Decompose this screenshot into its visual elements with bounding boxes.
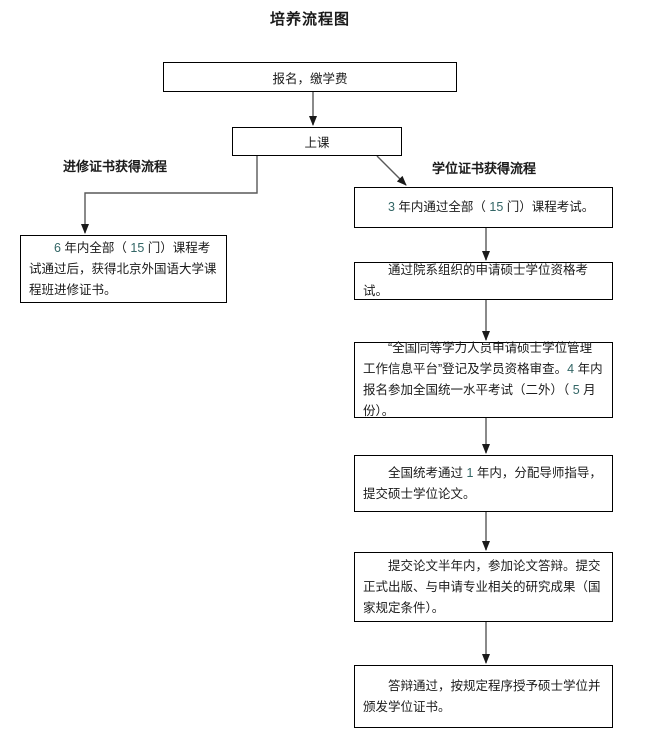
node-degree-step-4: 全国统考通过 1 年内，分配导师指导，提交硕士学位论文。: [354, 455, 613, 512]
page-title: 培养流程图: [269, 11, 350, 28]
node-degree-step-3: “全国同等学力人员申请硕士学位管理工作信息平台”登记及学员资格审查。4 年内报名…: [354, 341, 613, 418]
degree-step-3-text: “全国同等学力人员申请硕士学位管理工作信息平台”登记及学员资格审查。4 年内报名…: [363, 341, 603, 418]
degree-step-4-text: 全国统考通过 1 年内，分配导师指导，提交硕士学位论文。: [363, 465, 602, 501]
branch-label-study-certificate: 进修证书获得流程: [63, 159, 168, 174]
node-degree-step-2: 通过院系组织的申请硕士学位资格考试。: [354, 262, 613, 300]
node-study-certificate-text: 6 年内全部（ 15 门）课程考试通过后，获得北京外国语大学课程班进修证书。: [29, 240, 217, 297]
node-degree-step-5: 提交论文半年内，参加论文答辩。提交正式出版、与申请专业相关的研究成果（国家规定条…: [354, 552, 613, 622]
node-enroll-text: 报名，缴学费: [272, 71, 348, 86]
node-study-certificate: 6 年内全部（ 15 门）课程考试通过后，获得北京外国语大学课程班进修证书。: [20, 235, 227, 303]
branch-label-degree-certificate: 学位证书获得流程: [432, 161, 537, 176]
degree-step-6-text: 答辩通过，按规定程序授予硕士学位并颁发学位证书。: [363, 678, 601, 714]
node-attend-class: 上课: [232, 127, 402, 156]
degree-step-1-text: 3 年内通过全部（ 15 门）课程考试。: [388, 200, 595, 214]
node-degree-step-6: 答辩通过，按规定程序授予硕士学位并颁发学位证书。: [354, 665, 613, 728]
node-enroll: 报名，缴学费: [163, 62, 457, 92]
node-attend-class-text: 上课: [304, 136, 330, 150]
arrow-attend-to-degree-step-1: [376, 155, 407, 186]
node-degree-step-1: 3 年内通过全部（ 15 门）课程考试。: [354, 187, 613, 228]
degree-step-2-text: 通过院系组织的申请硕士学位资格考试。: [363, 263, 589, 298]
degree-step-5-text: 提交论文半年内，参加论文答辩。提交正式出版、与申请专业相关的研究成果（国家规定条…: [363, 558, 601, 615]
